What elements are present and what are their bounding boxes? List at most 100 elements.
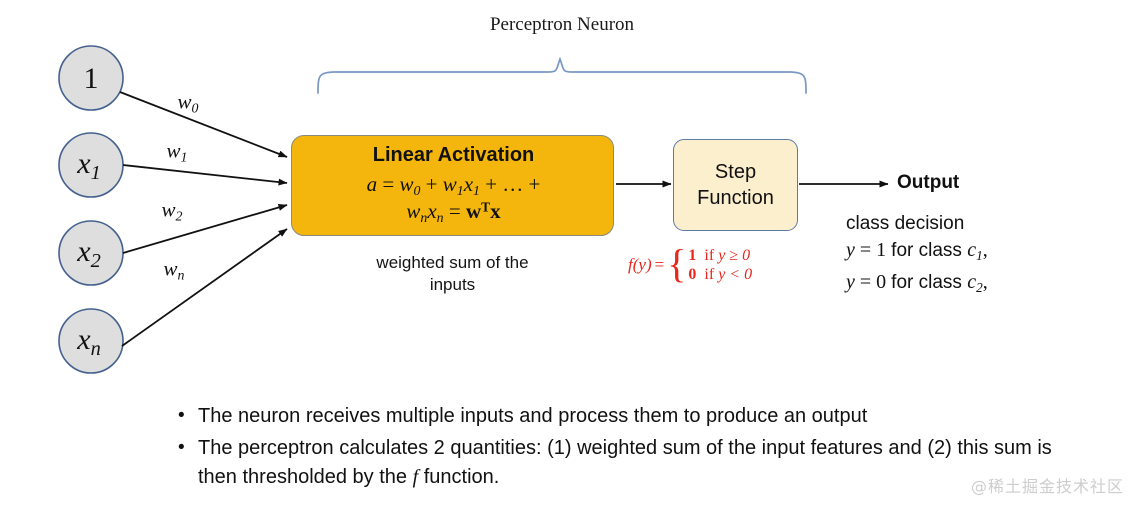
input-node-bias-label: 1 xyxy=(83,62,99,95)
input-node-x1-base: x xyxy=(77,147,91,181)
output-line3-for: for class xyxy=(891,271,968,293)
piecewise-case-2: 0 if y < 0 xyxy=(688,265,752,284)
output-line3-y: y xyxy=(846,270,855,293)
weight-w2-subscript: 2 xyxy=(175,208,183,224)
output-description: class decision y = 1 for class c1, y = 0… xyxy=(846,210,988,301)
output-line2-tail: , xyxy=(982,239,988,261)
formula-x1: x xyxy=(463,172,474,196)
formula-w-vector: w xyxy=(465,199,482,223)
weighted-sum-caption-line2: inputs xyxy=(429,275,476,294)
formula-eq2: = xyxy=(443,199,466,223)
formula-x1-sub: 1 xyxy=(473,183,480,199)
output-line2-y: y xyxy=(846,239,855,261)
output-desc-line2: y = 1 for class c1, xyxy=(846,237,988,269)
weight-w1-subscript: 1 xyxy=(180,149,188,165)
piecewise-case1-condition: if y ≥ 0 xyxy=(704,246,750,265)
weight-label-w1: w1 xyxy=(167,138,188,165)
output-title: Output xyxy=(897,172,960,193)
weight-label-wn: wn xyxy=(164,256,185,283)
connection-arrow-w0 xyxy=(119,91,288,158)
weighted-sum-caption: weighted sum of the inputs xyxy=(291,252,614,296)
bullet-item-2-part2b: function. xyxy=(418,466,500,488)
bullet-item-2: • The perceptron calculates 2 quantities… xyxy=(172,434,1072,492)
formula-w0: w xyxy=(399,172,414,196)
input-node-x1-subscript: 1 xyxy=(90,161,101,184)
formula-x-vector: x xyxy=(490,199,501,223)
step-function-label-line2: Function xyxy=(697,187,774,209)
input-node-x2-label: x2 xyxy=(77,235,101,273)
formula-transpose: T xyxy=(481,199,491,215)
bullet-marker-icon: • xyxy=(178,405,185,426)
formula-plus-ellipsis: + … + xyxy=(479,172,541,196)
piecewise-case2-value: 0 xyxy=(688,266,697,283)
input-node-x2-base: x xyxy=(77,235,91,269)
formula-a: a xyxy=(366,172,378,196)
output-desc-line1: class decision xyxy=(846,213,965,234)
bullet-marker-icon: • xyxy=(178,437,185,458)
linear-activation-formula-line1: a = w0 + w1x1 + … + xyxy=(292,172,615,199)
piecewise-case1-if: if xyxy=(704,247,719,264)
formula-w1-sub: 1 xyxy=(456,183,464,199)
piecewise-brace-icon: { xyxy=(667,241,687,287)
formula-wn-sub: n xyxy=(420,210,428,226)
step-function-piecewise-formula: f(y) = { 1 if y ≥ 0 0 if y < 0 xyxy=(628,241,752,287)
formula-wn: w xyxy=(406,199,421,223)
connection-arrow-wn xyxy=(121,228,288,347)
piecewise-arg: (y) xyxy=(632,255,652,274)
output-line3-tail: , xyxy=(982,270,988,293)
weight-wn-subscript: n xyxy=(177,267,185,283)
input-node-xn-circle xyxy=(58,308,124,374)
formula-xn-sub: n xyxy=(436,210,444,226)
step-function-box: Step Function xyxy=(673,139,798,231)
linear-activation-title: Linear Activation xyxy=(372,144,535,166)
piecewise-function-name: f(y) xyxy=(628,255,652,275)
piecewise-f: f xyxy=(628,255,633,274)
output-line2-c: c xyxy=(967,239,977,261)
input-node-xn-base: x xyxy=(77,323,91,357)
piecewise-case2-condition: if y < 0 xyxy=(704,265,752,284)
formula-plus1: + xyxy=(420,172,443,196)
weight-w0-subscript: 0 xyxy=(191,100,199,116)
piecewise-case2-if: if xyxy=(704,266,719,283)
connection-arrow-w2 xyxy=(122,204,288,254)
weighted-sum-caption-line1: weighted sum of the xyxy=(376,253,529,272)
step-function-label-line1: Step xyxy=(714,161,757,183)
output-line3-c-sub: 2 xyxy=(976,279,983,295)
linear-activation-box: Linear Activation a = w0 + w1x1 + … + wn… xyxy=(291,135,614,236)
weight-wn-base: w xyxy=(163,256,178,281)
output-line2-eq: = 1 xyxy=(854,239,892,261)
formula-w1: w xyxy=(442,172,457,196)
input-node-bias-circle xyxy=(58,45,124,111)
input-node-xn-label: xn xyxy=(77,323,101,361)
weight-w1-base: w xyxy=(166,138,181,163)
output-line2-for: for class xyxy=(891,240,968,261)
bullet-item-2-f-symbol: f xyxy=(412,466,419,488)
input-node-x2-subscript: 2 xyxy=(90,249,101,272)
bullet-item-1: • The neuron receives multiple inputs an… xyxy=(172,402,1072,431)
bullet-item-2-part1: The perceptron calculates 2 quantities: … xyxy=(198,437,883,459)
input-node-xn-subscript: n xyxy=(90,337,101,360)
perceptron-title-text: Perceptron Neuron xyxy=(489,14,635,35)
weight-w0-base: w xyxy=(177,89,192,114)
piecewise-case1-expr: y ≥ 0 xyxy=(718,247,751,264)
piecewise-case1-value: 1 xyxy=(688,247,697,264)
output-desc-line3: y = 0 for class c2, xyxy=(846,269,988,301)
bullet-item-2-text: The perceptron calculates 2 quantities: … xyxy=(198,434,1072,492)
bullet-item-1-text: The neuron receives multiple inputs and … xyxy=(198,405,868,427)
watermark: @稀土掘金技术社区 xyxy=(970,477,1124,496)
input-node-x1-label: x1 xyxy=(77,147,101,185)
linear-activation-formula-line2: wnxn = wTx xyxy=(292,199,615,226)
weight-label-w2: w2 xyxy=(162,197,183,224)
output-line3-c: c xyxy=(967,270,977,293)
output-line2-c-sub: 1 xyxy=(976,247,983,263)
piecewise-case-1: 1 if y ≥ 0 xyxy=(688,246,752,265)
output-line3-eq: = 0 xyxy=(854,270,892,293)
piecewise-equals: = xyxy=(654,255,665,274)
connection-arrow-w1 xyxy=(122,164,288,186)
weight-label-w0: w0 xyxy=(178,89,199,116)
bullet-list: • The neuron receives multiple inputs an… xyxy=(172,402,1072,495)
bullet-item-2-part2a: and (2) this sum is then thresholded by … xyxy=(198,437,1052,488)
formula-w0-sub: 0 xyxy=(413,183,421,199)
